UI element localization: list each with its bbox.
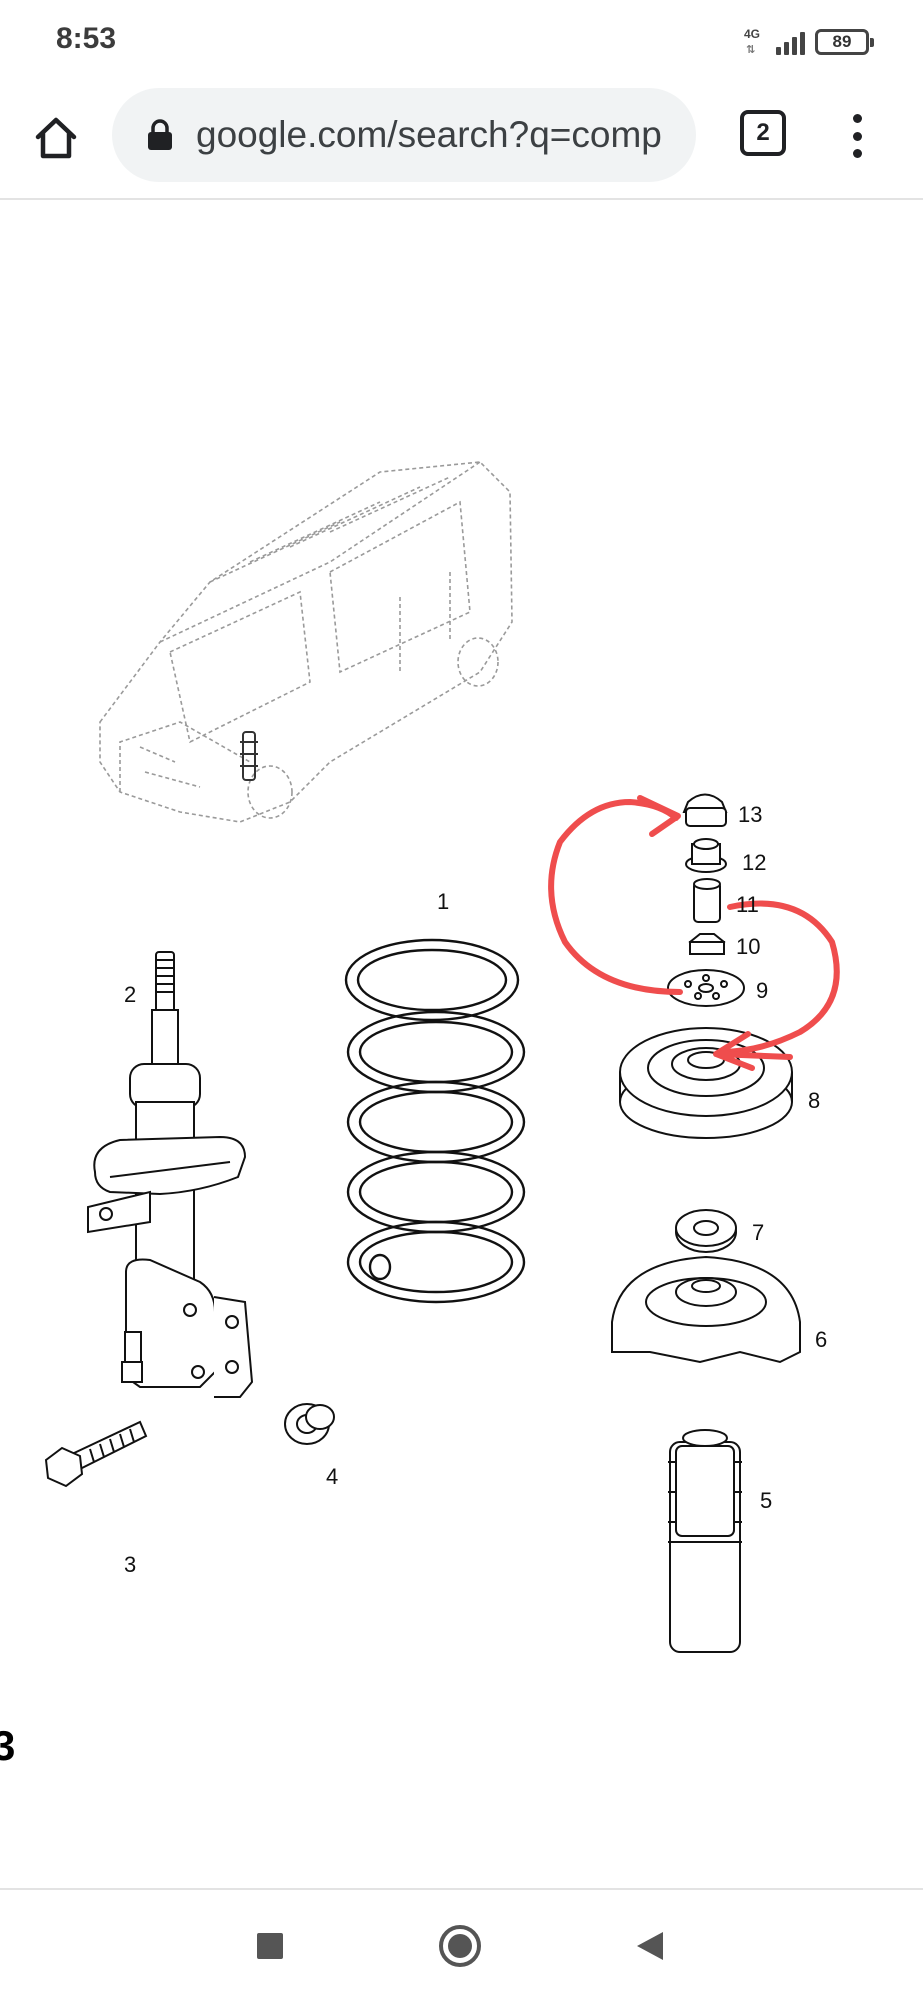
strut-assembly-part bbox=[87, 951, 254, 1398]
url-text: google.com/search?q=comp bbox=[196, 114, 662, 155]
cap-part bbox=[682, 793, 728, 827]
coil-spring-part bbox=[344, 938, 526, 1304]
status-icons: 4G ⇅ 89 bbox=[744, 24, 874, 60]
home-button[interactable] bbox=[28, 110, 84, 166]
menu-dot-icon bbox=[852, 114, 862, 123]
van-illustration bbox=[99, 461, 513, 823]
bushing-part bbox=[284, 1403, 335, 1445]
address-bar[interactable]: google.com/search?q=comp bbox=[112, 88, 696, 182]
part-label: 7 bbox=[752, 1220, 764, 1245]
part-label: 5 bbox=[760, 1488, 772, 1513]
lock-icon bbox=[148, 119, 172, 150]
network-type-icon: 4G ⇅ bbox=[744, 27, 766, 57]
home-icon bbox=[35, 117, 77, 159]
bump-stop-part bbox=[668, 1429, 742, 1653]
network-type-label: 4G bbox=[744, 27, 761, 41]
page-content: 1 2 3 4 5 6 7 8 9 10 11 12 13 3 bbox=[0, 202, 923, 1888]
menu-dot-icon bbox=[852, 149, 862, 158]
plate-part bbox=[667, 969, 745, 1007]
recents-button[interactable] bbox=[240, 1916, 300, 1976]
sleeve-part bbox=[693, 878, 721, 923]
home-nav-button[interactable] bbox=[430, 1916, 490, 1976]
data-arrows-icon: ⇅ bbox=[746, 44, 756, 56]
part-label: 10 bbox=[736, 934, 760, 959]
part-label: 11 bbox=[736, 892, 759, 917]
part-label: 4 bbox=[326, 1464, 338, 1489]
menu-dot-icon bbox=[852, 131, 862, 141]
part-label: 1 bbox=[437, 889, 449, 914]
status-bar: 8:53 4G ⇅ 89 bbox=[0, 0, 923, 84]
part-label: 3 bbox=[124, 1552, 136, 1577]
square-icon bbox=[257, 1933, 283, 1959]
suspension-parts-diagram: 1 2 3 4 5 6 7 8 9 10 11 12 13 bbox=[44, 461, 840, 1653]
tab-count: 2 bbox=[756, 119, 770, 146]
clipped-page-text: 3 bbox=[0, 1722, 16, 1769]
part-labels: 1 2 3 4 5 6 7 8 9 10 11 12 13 bbox=[124, 802, 827, 1577]
van-strut-highlight bbox=[240, 731, 258, 781]
hex-nut-part bbox=[688, 933, 726, 955]
triangle-back-icon bbox=[637, 1932, 663, 1960]
bolt-part bbox=[44, 1420, 148, 1488]
browser-toolbar: google.com/search?q=comp 2 bbox=[0, 84, 923, 200]
battery-level: 89 bbox=[832, 32, 852, 51]
signal-strength-icon bbox=[776, 29, 805, 55]
part-label: 9 bbox=[756, 978, 768, 1003]
flange-nut-part bbox=[685, 838, 727, 873]
part-label: 6 bbox=[815, 1327, 827, 1352]
spring-seat-part bbox=[611, 1255, 801, 1364]
part-label: 8 bbox=[808, 1088, 820, 1113]
part-label: 12 bbox=[742, 850, 766, 875]
status-time: 8:53 bbox=[56, 22, 117, 55]
part-label: 2 bbox=[124, 982, 136, 1007]
red-annotation-arrows bbox=[548, 795, 840, 1071]
system-navigation-bar bbox=[0, 1888, 923, 2000]
tab-switcher-button[interactable]: 2 bbox=[740, 110, 786, 156]
bearing-part bbox=[675, 1209, 737, 1253]
circle-icon bbox=[439, 1925, 481, 1967]
back-button[interactable] bbox=[620, 1916, 680, 1976]
more-options-button[interactable] bbox=[840, 110, 874, 162]
part-label: 13 bbox=[738, 802, 762, 827]
battery-icon: 89 bbox=[815, 29, 874, 55]
